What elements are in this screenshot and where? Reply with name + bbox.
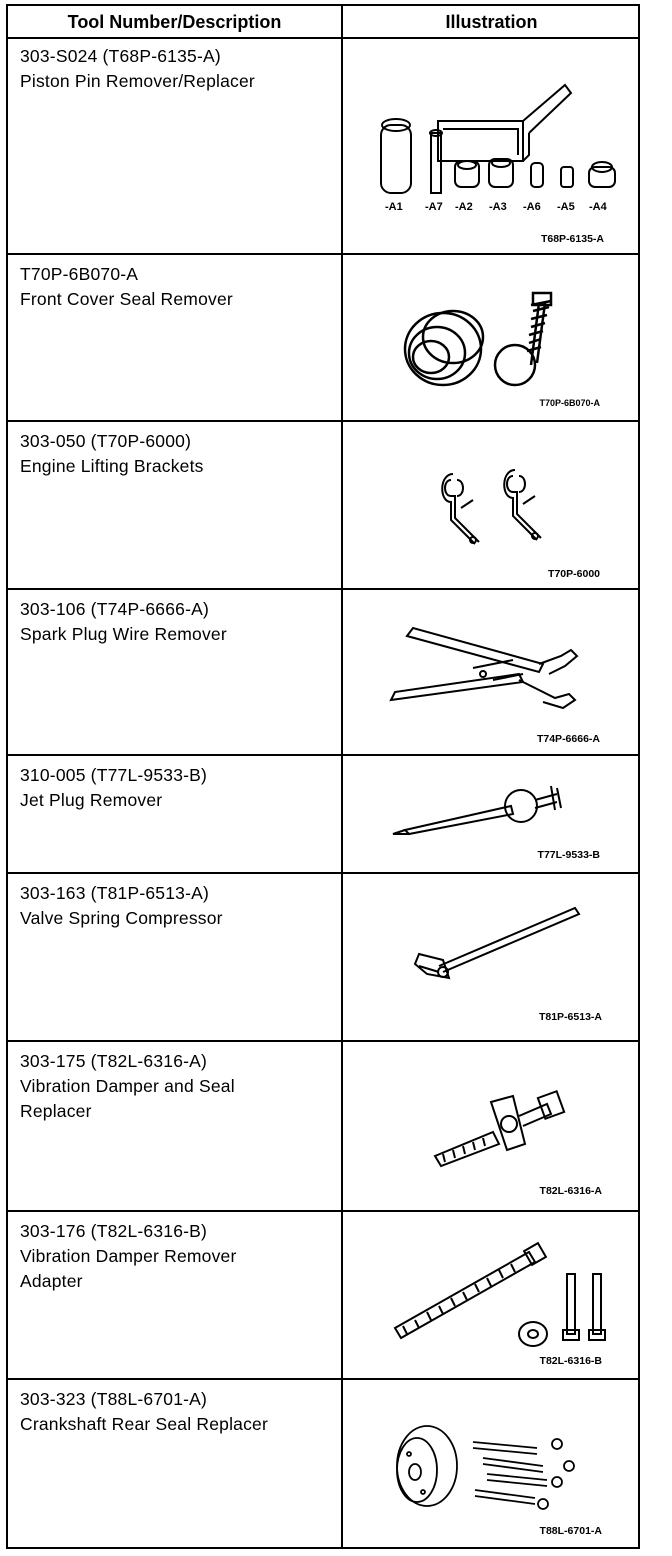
label-a5: -A5 (557, 201, 575, 213)
illustration-code: T82L-6316-A (539, 1185, 602, 1197)
tool-number: 310-005 (T77L-9533-B) (20, 765, 208, 785)
spark-plug-pliers-icon (389, 626, 579, 710)
tool-name: Crankshaft Rear Seal Replacer (20, 1414, 268, 1434)
tool-number: 303-050 (T70P-6000) (20, 431, 192, 451)
tool-number: 303-176 (T82L-6316-B) (20, 1221, 208, 1241)
illustration-code: T68P-6135-A (540, 233, 604, 245)
tool-name-continued: Adapter (20, 1271, 83, 1291)
tool-number: 303-S024 (T68P-6135-A) (20, 46, 221, 66)
illustration-code: T74P-6666-A (536, 733, 600, 745)
tool-name: Spark Plug Wire Remover (20, 624, 227, 644)
valve-spring-compressor-icon (413, 906, 581, 980)
tool-name: Vibration Damper Remover (20, 1246, 237, 1266)
tool-description: 303-S024 (T68P-6135-A) Piston Pin Remove… (20, 44, 330, 94)
tool-number: 303-175 (T82L-6316-A) (20, 1051, 208, 1071)
illustration-code: T77L-9533-B (537, 849, 600, 861)
tool-number: 303-106 (T74P-6666-A) (20, 599, 210, 619)
tool-name: Front Cover Seal Remover (20, 289, 233, 309)
tool-description: 303-175 (T82L-6316-A) Vibration Damper a… (20, 1049, 330, 1124)
piston-pin-tool-set-icon: -A1 -A7 -A2 -A3 -A6 -A5 -A4 (380, 83, 616, 213)
tool-name: Vibration Damper and Seal (20, 1076, 235, 1096)
table-row: T70P-6B070-A Front Cover Seal Remover T7… (8, 255, 638, 422)
jet-plug-remover-icon (392, 785, 562, 836)
illustration-code: T70P-6000 (548, 568, 600, 580)
tool-illustration: T70P-6B070-A (343, 255, 640, 420)
lifting-bracket-icon (441, 469, 542, 545)
table-row: 303-176 (T82L-6316-B) Vibration Damper R… (8, 1212, 638, 1380)
tool-illustration: T82L-6316-B (343, 1212, 640, 1378)
tool-description: 303-050 (T70P-6000) Engine Lifting Brack… (20, 429, 330, 479)
tool-illustration: T81P-6513-A (343, 874, 640, 1040)
table-row: 303-S024 (T68P-6135-A) Piston Pin Remove… (8, 37, 638, 255)
tool-name: Valve Spring Compressor (20, 908, 223, 928)
table-row: 303-050 (T70P-6000) Engine Lifting Brack… (8, 422, 638, 590)
tool-illustration: T70P-6000 (343, 422, 640, 588)
tool-number: 303-163 (T81P-6513-A) (20, 883, 210, 903)
tool-name-continued: Replacer (20, 1101, 92, 1121)
rear-seal-replacer-icon (396, 1425, 575, 1510)
illustration-code: T70P-6B070-A (539, 398, 600, 408)
tool-number: T70P-6B070-A (20, 264, 139, 284)
label-a3: -A3 (489, 201, 507, 213)
damper-remover-adapter-icon (393, 1241, 606, 1347)
column-divider (341, 6, 343, 1547)
tool-description: T70P-6B070-A Front Cover Seal Remover (20, 262, 330, 312)
tool-description: 303-176 (T82L-6316-B) Vibration Damper R… (20, 1219, 330, 1294)
illustration-code: T81P-6513-A (538, 1011, 602, 1023)
tool-illustration: T77L-9533-B (343, 756, 640, 872)
table-row: 303-175 (T82L-6316-A) Vibration Damper a… (8, 1042, 638, 1212)
tool-description: 303-106 (T74P-6666-A) Spark Plug Wire Re… (20, 597, 330, 647)
tool-illustration: T74P-6666-A (343, 590, 640, 754)
illustration-code: T88L-6701-A (539, 1525, 602, 1537)
label-a2: -A2 (455, 201, 473, 213)
tool-illustration: T88L-6701-A (343, 1380, 640, 1548)
seal-remover-icon (403, 291, 553, 387)
label-a6: -A6 (523, 201, 541, 213)
tool-illustration: T82L-6316-A (343, 1042, 640, 1210)
tool-description: 303-163 (T81P-6513-A) Valve Spring Compr… (20, 881, 330, 931)
damper-replacer-icon (433, 1089, 566, 1168)
label-a7: -A7 (425, 201, 443, 213)
label-a4: -A4 (589, 201, 608, 213)
table-row: 303-323 (T88L-6701-A) Crankshaft Rear Se… (8, 1380, 638, 1548)
tool-description: 310-005 (T77L-9533-B) Jet Plug Remover (20, 763, 330, 813)
tool-name: Jet Plug Remover (20, 790, 163, 810)
header-illustration: Illustration (445, 12, 538, 32)
tool-description: 303-323 (T88L-6701-A) Crankshaft Rear Se… (20, 1387, 330, 1437)
table-row: 303-106 (T74P-6666-A) Spark Plug Wire Re… (8, 590, 638, 756)
table-row: 310-005 (T77L-9533-B) Jet Plug Remover T… (8, 756, 638, 874)
tool-table: Tool Number/Description Illustration 303… (6, 4, 640, 1549)
header-tool-number: Tool Number/Description (67, 12, 282, 32)
tool-name: Engine Lifting Brackets (20, 456, 204, 476)
label-a1: -A1 (385, 201, 403, 213)
illustration-code: T82L-6316-B (539, 1355, 602, 1367)
table-header: Tool Number/Description Illustration (8, 6, 638, 39)
tool-illustration: -A1 -A7 -A2 -A3 -A6 -A5 -A4 T68P-6135-A (343, 37, 640, 253)
table-row: 303-163 (T81P-6513-A) Valve Spring Compr… (8, 874, 638, 1042)
tool-name: Piston Pin Remover/Replacer (20, 71, 255, 91)
tool-number: 303-323 (T88L-6701-A) (20, 1389, 208, 1409)
